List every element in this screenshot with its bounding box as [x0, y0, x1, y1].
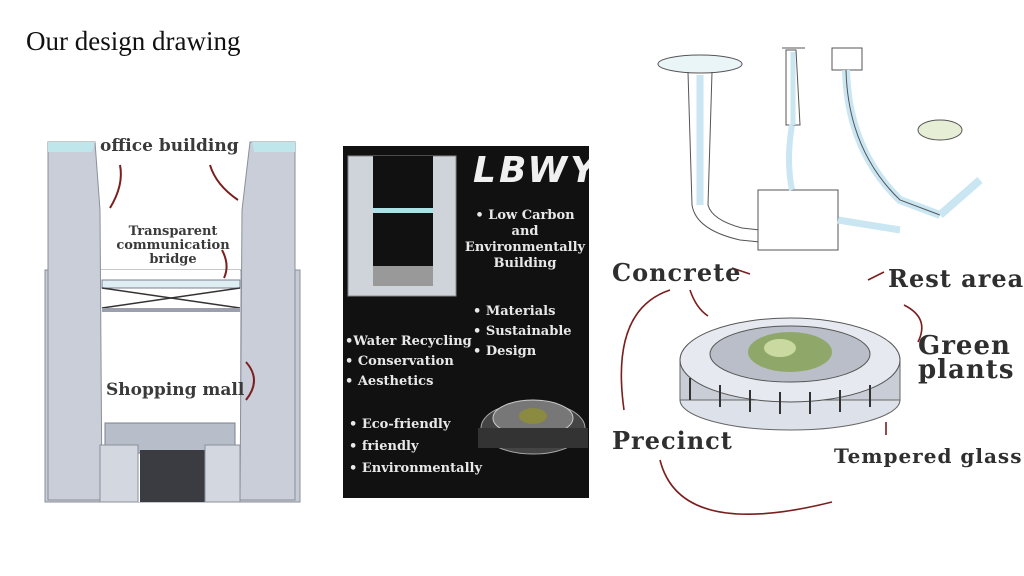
right-bullets-1: • Low Carbon and Environmentally Buildin…	[461, 208, 589, 272]
left-bullets-2: • Eco-friendly • friendly • Environmenta…	[349, 414, 482, 480]
slide-title: Our design drawing	[26, 26, 241, 56]
water-system-svg	[657, 47, 983, 251]
bridge-label: Transparent communication bridge	[98, 225, 248, 267]
bullet-water-recycling: •Water Recycling	[345, 334, 472, 349]
bullet-building: Building	[493, 256, 557, 271]
bullet-design: • Design	[473, 344, 537, 359]
bullet-and: and	[511, 224, 539, 239]
green-plants-label: Green plants	[918, 331, 1015, 385]
office-building-label: office building	[100, 136, 239, 156]
precinct-label: Precinct	[612, 426, 733, 455]
poster-art-svg	[343, 146, 589, 498]
green-plants-line1: Green	[918, 331, 1011, 361]
brand-logo: LBWY	[473, 150, 589, 191]
shopping-mall-label: Shopping mall	[106, 380, 245, 400]
bullet-materials: • Materials	[473, 304, 556, 319]
bullet-sustainable: • Sustainable	[473, 324, 572, 339]
circular-building-svg	[620, 267, 923, 516]
bullet-aesthetics: • Aesthetics	[345, 374, 434, 389]
bullet-friendly: • friendly	[349, 439, 419, 454]
lbwy-poster: LBWY • Low Carbon and Environmentally Bu…	[343, 146, 589, 498]
bridge-label-line1: Transparent	[128, 224, 218, 239]
rest-area-label: Rest area	[888, 264, 1024, 293]
bullet-low-carbon: • Low Carbon	[475, 208, 575, 223]
water-system-sketch	[600, 30, 1024, 260]
left-bullets-1: •Water Recycling • Conservation • Aesthe…	[345, 332, 472, 392]
bullet-environmentally-2: • Environmentally	[349, 461, 482, 476]
circular-building-diagram: Concrete Rest area Green plants Precinct…	[600, 250, 1024, 550]
green-plants-line2: plants	[918, 355, 1015, 385]
concrete-label: Concrete	[612, 258, 742, 287]
twin-tower-drawing: office building Transparent communicatio…	[40, 130, 302, 510]
bullet-eco-friendly: • Eco-friendly	[349, 417, 451, 432]
bullet-environmentally: Environmentally	[464, 240, 586, 255]
bridge-label-line2: communication	[116, 238, 230, 253]
right-bullets-2: • Materials • Sustainable • Design	[473, 302, 572, 362]
bullet-conservation: • Conservation	[345, 354, 454, 369]
tempered-glass-label: Tempered glass	[834, 444, 1023, 468]
bridge-label-line3: bridge	[149, 252, 197, 267]
twin-tower-svg	[44, 141, 301, 503]
